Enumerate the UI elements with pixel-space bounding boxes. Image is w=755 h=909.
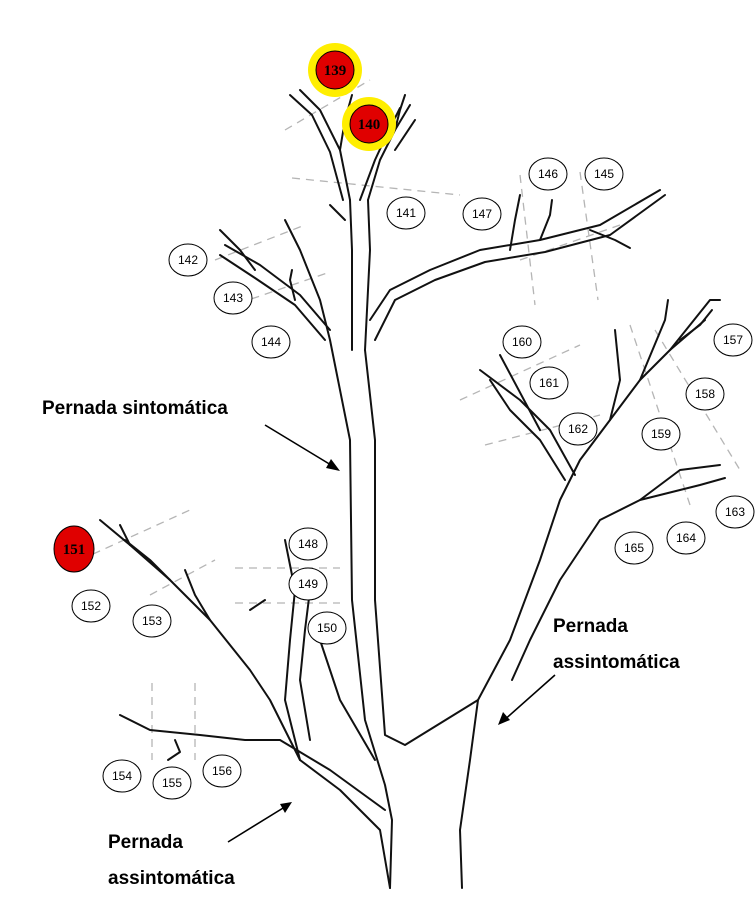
sample-marker-141[interactable]: 141 [387, 197, 425, 229]
sample-marker-148[interactable]: 148 [289, 528, 327, 560]
marker-label: 149 [298, 577, 318, 591]
sample-marker-158[interactable]: 158 [686, 378, 724, 410]
label-asymptomatic-left-line2: assintomática [108, 868, 235, 889]
sample-marker-154[interactable]: 154 [103, 760, 141, 792]
label-asymptomatic-left-line1: Pernada [108, 832, 183, 853]
marker-label: 140 [358, 117, 381, 133]
arrow-symptomatic [265, 425, 336, 468]
arrow-asymptomatic-right-head [498, 712, 510, 725]
sample-marker-157[interactable]: 157 [714, 324, 752, 356]
marker-label: 160 [512, 335, 532, 349]
marker-label: 145 [594, 167, 614, 181]
marker-label: 157 [723, 333, 743, 347]
marker-label: 141 [396, 206, 416, 220]
sample-marker-140[interactable]: 140 [342, 97, 396, 151]
marker-label: 142 [178, 253, 198, 267]
marker-label: 139 [324, 63, 347, 79]
sample-marker-153[interactable]: 153 [133, 605, 171, 637]
arrow-asymptomatic-right [502, 675, 555, 722]
marker-label: 150 [317, 621, 337, 635]
marker-label: 154 [112, 769, 132, 783]
marker-label: 159 [651, 427, 671, 441]
marker-label: 147 [472, 207, 492, 221]
markers-layer: 139 140 141 142 143 144 145 146 [54, 43, 754, 799]
marker-label: 148 [298, 537, 318, 551]
marker-label: 164 [676, 531, 696, 545]
arrow-symptomatic-head [326, 459, 340, 471]
label-asymptomatic-right-line1: Pernada [553, 616, 628, 637]
sample-marker-165[interactable]: 165 [615, 532, 653, 564]
sample-marker-144[interactable]: 144 [252, 326, 290, 358]
arrow-asymptomatic-left [228, 805, 288, 842]
sample-marker-147[interactable]: 147 [463, 198, 501, 230]
sample-marker-164[interactable]: 164 [667, 522, 705, 554]
sample-marker-163[interactable]: 163 [716, 496, 754, 528]
sample-marker-156[interactable]: 156 [203, 755, 241, 787]
label-symptomatic-limb: Pernada sintomática [42, 398, 228, 419]
marker-label: 152 [81, 599, 101, 613]
sample-marker-155[interactable]: 155 [153, 767, 191, 799]
arrows [228, 425, 555, 842]
sample-marker-150[interactable]: 150 [308, 612, 346, 644]
limb-labels: Pernada sintomática Pernada assintomátic… [42, 398, 680, 889]
marker-label: 146 [538, 167, 558, 181]
sample-marker-149[interactable]: 149 [289, 568, 327, 600]
label-asymptomatic-right-line2: assintomática [553, 652, 680, 673]
sample-marker-143[interactable]: 143 [214, 282, 252, 314]
marker-label: 151 [63, 542, 86, 558]
marker-label: 156 [212, 764, 232, 778]
marker-label: 163 [725, 505, 745, 519]
marker-label: 153 [142, 614, 162, 628]
marker-label: 161 [539, 376, 559, 390]
sample-marker-146[interactable]: 146 [529, 158, 567, 190]
sample-marker-152[interactable]: 152 [72, 590, 110, 622]
marker-label: 162 [568, 422, 588, 436]
sample-marker-139[interactable]: 139 [308, 43, 362, 97]
sample-marker-161[interactable]: 161 [530, 367, 568, 399]
marker-label: 144 [261, 335, 281, 349]
sample-marker-142[interactable]: 142 [169, 244, 207, 276]
sample-marker-162[interactable]: 162 [559, 413, 597, 445]
arrow-asymptomatic-left-head [280, 802, 292, 813]
marker-label: 165 [624, 541, 644, 555]
sample-marker-151[interactable]: 151 [54, 526, 94, 572]
sample-marker-160[interactable]: 160 [503, 326, 541, 358]
marker-label: 158 [695, 387, 715, 401]
marker-label: 155 [162, 776, 182, 790]
marker-label: 143 [223, 291, 243, 305]
sample-marker-145[interactable]: 145 [585, 158, 623, 190]
sample-marker-159[interactable]: 159 [642, 418, 680, 450]
